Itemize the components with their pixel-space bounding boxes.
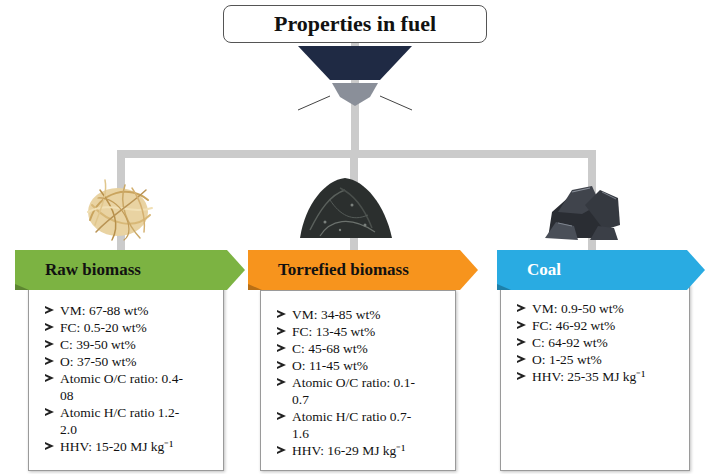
property-item: Atomic H/C ratio 0.7-1.6 [275, 408, 425, 442]
property-item: VM: 34-85 wt% [275, 306, 425, 323]
property-item: VM: 0.9-50 wt% [515, 300, 665, 317]
property-item: C: 45-68 wt% [275, 340, 425, 357]
banner-fold [248, 284, 262, 290]
property-item: O: 37-50 wt% [43, 353, 193, 370]
category-label: Coal [497, 260, 561, 280]
funnel-bottom [332, 83, 378, 106]
title-text: Properties in fuel [274, 11, 436, 37]
property-item: C: 39-50 wt% [43, 336, 193, 353]
funnel-line [380, 96, 412, 110]
property-item: O: 11-45 wt% [275, 357, 425, 374]
category-label: Raw biomass [15, 260, 141, 280]
property-item: Atomic H/C ratio 1.2-2.0 [43, 404, 193, 438]
property-item: C: 64-92 wt% [515, 334, 665, 351]
property-item: O: 1-25 wt% [515, 351, 665, 368]
category-banner: Torrefied biomass [248, 250, 478, 290]
banner-fold [497, 284, 511, 290]
coal-picture [545, 186, 620, 240]
property-item: HHV: 16-29 MJ kg⁻¹ [275, 442, 425, 459]
category-label: Torrefied biomass [248, 260, 409, 280]
straw-picture [88, 180, 152, 240]
property-item: Atomic O/C ratio: 0.4-08 [43, 370, 193, 404]
property-box: VM: 34-85 wt%FC: 13-45 wt%C: 45-68 wt%O:… [260, 290, 456, 471]
property-item: VM: 67-88 wt% [43, 302, 193, 319]
funnel-line [298, 96, 330, 110]
property-item: FC: 13-45 wt% [275, 323, 425, 340]
title-box: Properties in fuel [223, 5, 487, 43]
banner-shape [15, 250, 245, 290]
property-box: VM: 0.9-50 wt%FC: 46-92 wt%C: 64-92 wt%O… [500, 284, 690, 471]
banner-shape [497, 250, 705, 290]
property-item: FC: 0.5-20 wt% [43, 319, 193, 336]
property-item: HHV: 15-20 MJ kg⁻¹ [43, 438, 193, 455]
category-banner: Raw biomass [15, 250, 245, 290]
category-banner: Coal [497, 250, 705, 290]
banner-fold [15, 284, 29, 290]
property-box: VM: 67-88 wt%FC: 0.5-20 wt%C: 39-50 wt%O… [28, 286, 224, 471]
property-item: FC: 46-92 wt% [515, 317, 665, 334]
property-item: HHV: 25-35 MJ kg⁻¹ [515, 368, 665, 385]
torrefied-picture [300, 178, 392, 238]
funnel-top [298, 46, 412, 80]
property-item: Atomic O/C ratio: 0.1-0.7 [275, 374, 425, 408]
banner-shape [248, 250, 478, 290]
